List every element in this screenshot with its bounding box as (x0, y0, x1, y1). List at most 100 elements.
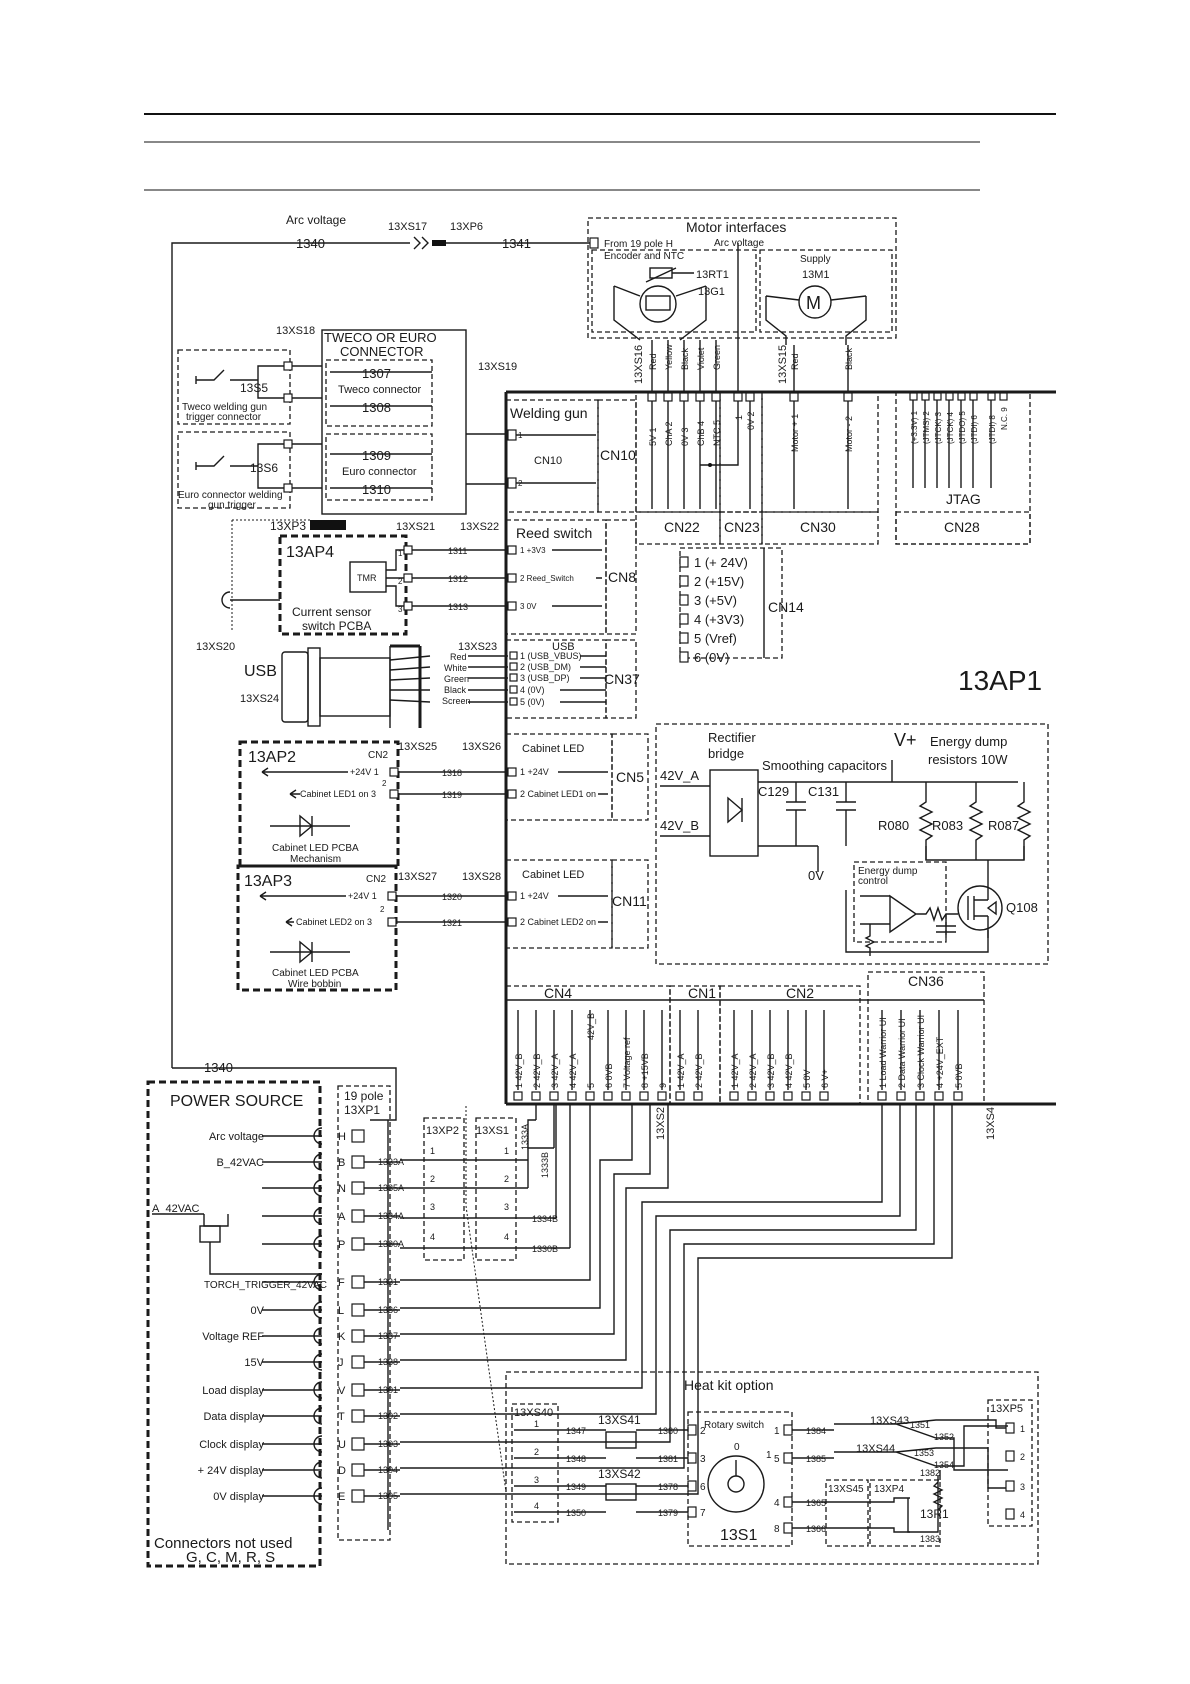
cn28-pin-6: (JTDI) 6 (970, 415, 979, 444)
usb-wire-black: Black (444, 685, 467, 695)
switch-13s5-label: 13S5 (240, 381, 268, 395)
xp1-pin-square (351, 1489, 365, 1503)
xp1-pin-square (351, 1437, 365, 1451)
cn14-pin-1: 1 (+ 24V) (694, 555, 748, 570)
switch-13s6-label: 13S6 (250, 461, 278, 475)
motor-wire-black: Black (844, 347, 854, 370)
enc-wire-green: Green (712, 345, 722, 370)
connector-13xs20-label: 13XS20 (196, 641, 235, 653)
welding-gun-title: Welding gun (510, 405, 588, 421)
cn37-pin-3: 3 (USB_DP) (520, 673, 570, 683)
wire-1340-bottom-label: 1340 (204, 1060, 233, 1075)
xs1-pin-1: 1 (504, 1146, 509, 1156)
cn4-pin-square (567, 1091, 577, 1101)
heat-kit-block: Heat kit option 13XS40 13XS41 13XS42 113… (505, 1371, 1039, 1565)
cap-c131-label: C131 (808, 784, 839, 799)
connector-13xs21-label: 13XS21 (396, 521, 435, 533)
jtag-label: JTAG (946, 491, 981, 507)
connector-13xs1-label: 13XS1 (476, 1125, 509, 1137)
rot-pin-right (783, 1424, 793, 1436)
wire-1340-label: 1340 (296, 236, 325, 251)
cabinet-led-title-b: Cabinet LED (522, 869, 584, 881)
wire-1333b: 1333B (540, 1152, 550, 1178)
cn4-pin-4: 4 42V_A (568, 1053, 578, 1088)
tweco-euro-title-2: CONNECTOR (340, 344, 424, 359)
v42a-label: 42V_A (660, 768, 699, 783)
cn36-pin-square (896, 1091, 906, 1101)
cab-pcba-mech-2: Mechanism (290, 854, 341, 865)
board-13ap4-label: 13AP4 (286, 544, 334, 561)
wire-1310: 1310 (362, 482, 391, 497)
hk-wire-right-2: 1365 (806, 1498, 826, 1508)
cn4-pin-3: 3 42V_A (550, 1053, 560, 1088)
xp1-wire-4: 1330A (378, 1239, 404, 1249)
xp1-pin-square (351, 1409, 365, 1423)
cn36-pin-1: 1 Load Warrior UI (878, 1017, 888, 1088)
board-13ap2-label: 13AP2 (248, 749, 296, 766)
wire-1383: 1383 (920, 1534, 940, 1544)
energy-dump-label-1: Energy dump (930, 734, 1007, 749)
rot-pin-left-2: 6 (700, 1482, 706, 1493)
cn2-pin-square (729, 1091, 739, 1101)
euro-trigger-label-1: Euro connector welding (178, 490, 283, 501)
wire-1313: 1313 (448, 602, 468, 612)
wire-1319: 1319 (442, 790, 462, 800)
cn2-label: CN2 (786, 985, 814, 1001)
ap2-pin-2: 2 (382, 779, 387, 788)
xp1-pin-A: A (338, 1211, 346, 1223)
connector-13xs41-label: 13XS41 (598, 1413, 641, 1427)
connector-13xs19-label: 13XS19 (478, 361, 517, 373)
xp2-pin-3: 3 (430, 1202, 435, 1212)
ps-label-13: 0V display (213, 1491, 264, 1503)
tweco-trigger-label-1: Tweco welding gun (182, 402, 267, 413)
xp1-pin-square (351, 1209, 365, 1223)
cn4-pin-5: 5 (586, 1083, 596, 1088)
cn22-pin-4: ChB 4 (696, 421, 706, 446)
cn22-pin-3: 0V 3 (680, 427, 690, 446)
xp1-pin-square (351, 1355, 365, 1369)
xp1-wire-8: 1338 (378, 1357, 398, 1367)
cn23-pin-2: 0V 2 (746, 411, 756, 430)
cn36-pin-3: 3 Clock Warrior UI (916, 1015, 926, 1088)
xp2-pin-2: 2 (430, 1174, 435, 1184)
cn28-label: CN28 (944, 519, 980, 535)
cn1-pin-square (693, 1091, 703, 1101)
cn4-pin-square (513, 1091, 523, 1101)
euro-trigger-label-2: gun trigger (208, 500, 256, 511)
cn4-extra-label: 42V_B (586, 1013, 596, 1040)
wire-1311: 1311 (448, 546, 467, 556)
edc-label-1: Energy dump (858, 866, 918, 877)
enc-wire-red: Red (648, 353, 658, 370)
motor-letter: M (806, 293, 821, 313)
not-used-label-1: Connectors not used (154, 1535, 292, 1552)
wire-1382: 1382 (920, 1468, 940, 1478)
xp5-pin-square (1005, 1422, 1015, 1434)
ap3-pin-2: 2 (380, 905, 385, 914)
cn4-pin-2: 2 42V_B (532, 1053, 542, 1088)
enc-wire-black: Black (680, 347, 690, 370)
transistor-q108-label: Q108 (1006, 900, 1038, 915)
connector-13xs22-label: 13XS22 (460, 521, 499, 533)
usb-wire-red: Red (450, 652, 467, 662)
rotary-pos-0: 0 (734, 1442, 740, 1453)
xp1-pin-U: U (338, 1439, 346, 1451)
xp1-wire-9: 1301 (378, 1385, 398, 1395)
cn8-label: CN8 (608, 569, 636, 585)
connector-13xs2-label: 13XS2 (655, 1107, 667, 1140)
wire-1354: 1354 (934, 1460, 954, 1470)
xp5-pin-square (1005, 1508, 1015, 1520)
xp1-pin-square (351, 1329, 365, 1343)
rot-pin-left-1: 3 (700, 1454, 706, 1465)
wire-1353: 1353 (914, 1448, 934, 1458)
rot-pin-right-0: 1 (774, 1426, 780, 1437)
rectifier-section: Rectifier bridge V+ Energy dump resistor… (655, 723, 1049, 965)
tmr-label: TMR (357, 573, 377, 583)
wire-1309: 1309 (362, 448, 391, 463)
wire-1351: 1351 (910, 1420, 930, 1430)
res-r083-label: R083 (932, 818, 963, 833)
xp5-pin-square (1005, 1450, 1015, 1462)
cn30-pin-2: Motor - 2 (844, 416, 854, 452)
res-r080-label: R080 (878, 818, 909, 833)
ps-label-0: Arc voltage (209, 1131, 264, 1143)
